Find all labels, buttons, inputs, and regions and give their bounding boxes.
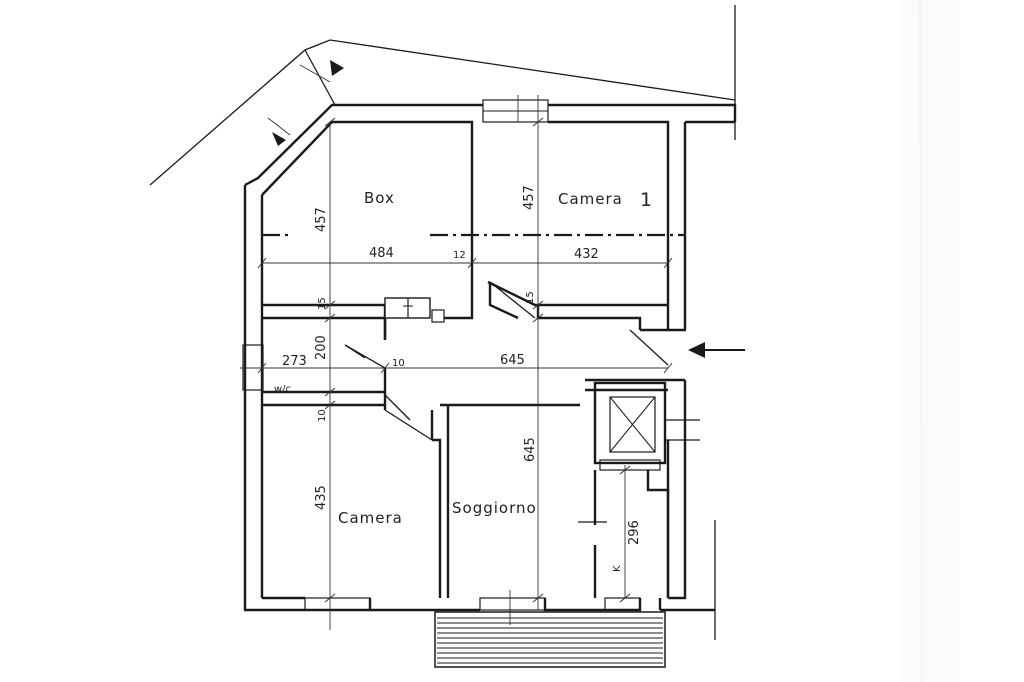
dim-box-depth: 457 [314, 207, 329, 232]
dim-box-width: 484 [369, 246, 394, 261]
diagonal-arrow-icon [272, 132, 286, 146]
dim-soggiorno-depth: 645 [523, 437, 538, 462]
dim-hall-10: 10 [392, 358, 405, 369]
room-label-wc: w/c [274, 384, 291, 395]
balcony-steps [434, 611, 666, 668]
door-swings [344, 281, 669, 441]
interior-walls [262, 280, 685, 598]
room-number-camera1: 1 [640, 189, 652, 211]
dim-kitchen-depth: 296 [627, 520, 642, 545]
room-label-box: Box [364, 189, 395, 207]
north-arrow-icon [330, 60, 344, 76]
dim-wall-12: 12 [453, 250, 466, 261]
room-label-kitchen: K [612, 565, 623, 572]
windows [242, 99, 641, 611]
dim-left-wall-15: 15 [317, 297, 328, 310]
dim-camera-depth: 435 [314, 485, 329, 510]
dim-hall-depth: 200 [314, 335, 329, 360]
room-label-camera: Camera [338, 509, 403, 527]
dim-wall-10: 10 [317, 409, 328, 422]
outer-boundary [149, 5, 736, 640]
dim-camera1-depth: 457 [522, 185, 537, 210]
scan-noise [900, 0, 960, 682]
dim-camera1-width: 432 [574, 247, 599, 262]
entrance-arrow-icon [688, 342, 705, 358]
dim-mid-wall-15: 15 [525, 291, 536, 304]
flue-symbol [384, 297, 445, 323]
kitchen-partition [578, 470, 670, 598]
dim-hall-length: 645 [500, 353, 525, 368]
room-label-soggiorno: Soggiorno [452, 499, 537, 517]
arrows [272, 60, 745, 358]
dim-wc-width: 273 [282, 354, 307, 369]
dimension-lines [240, 64, 673, 630]
room-label-camera1: Camera [558, 190, 623, 208]
elevator-shaft [593, 381, 700, 471]
